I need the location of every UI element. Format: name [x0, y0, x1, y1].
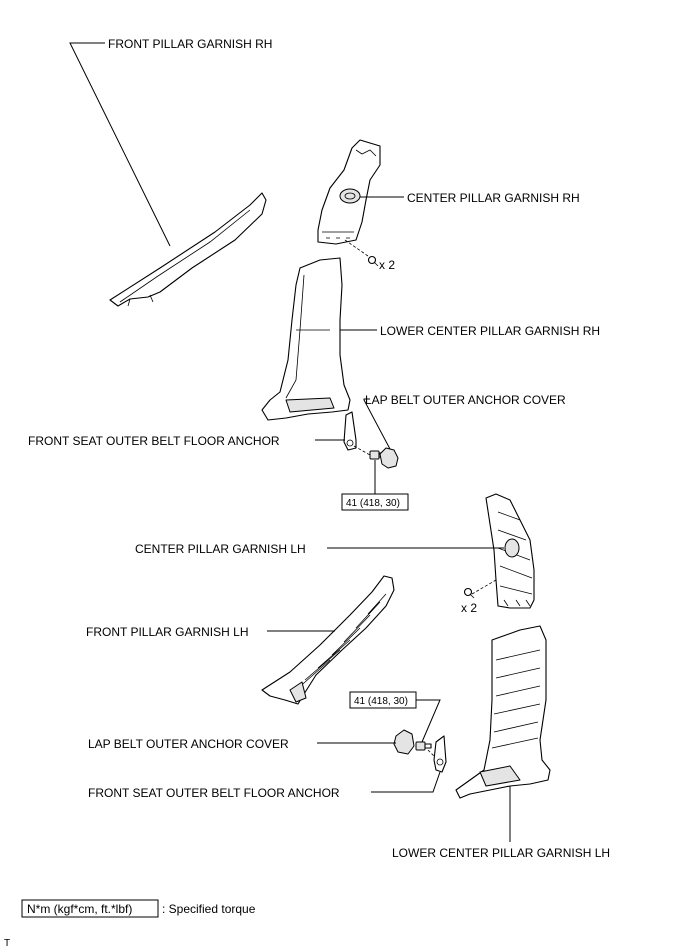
- clip-dash-lh: [471, 579, 497, 595]
- clip-rh: [367, 255, 379, 267]
- floor-anchor-lh-part: [433, 735, 447, 773]
- clip-dash-rh: [344, 239, 369, 257]
- corner-code: T: [4, 938, 10, 949]
- floor-anchor-rh-part: [343, 411, 357, 451]
- lap-belt-cover-rh-part: [379, 447, 399, 469]
- label-lap-belt-cover-lh: LAP BELT OUTER ANCHOR COVER: [88, 737, 289, 751]
- lower-center-pillar-garnish-lh-part: [455, 625, 551, 799]
- leader-floor-anchor-lh: [371, 771, 441, 793]
- legend-description: : Specified torque: [162, 902, 256, 916]
- torque-lh: 41 (418, 30): [354, 696, 408, 707]
- legend-box: [21, 899, 159, 918]
- front-pillar-garnish-rh-part: [109, 192, 267, 307]
- label-front-pillar-garnish-rh: FRONT PILLAR GARNISH RH: [108, 37, 272, 51]
- torque-box-rh: [341, 493, 409, 511]
- front-pillar-garnish-lh-part: [261, 575, 395, 705]
- lower-center-pillar-garnish-rh-part: [261, 257, 351, 421]
- clip-qty-lh: x 2: [461, 601, 477, 615]
- bolt-lh: [415, 741, 432, 751]
- label-floor-anchor-rh: FRONT SEAT OUTER BELT FLOOR ANCHOR: [28, 434, 280, 448]
- leader-front-pillar-rh: [69, 42, 171, 247]
- center-pillar-garnish-rh-part: [317, 139, 381, 245]
- center-pillar-garnish-lh-part: [485, 493, 535, 609]
- bolt-dash-rh: [353, 445, 371, 456]
- label-lap-belt-cover-rh: LAP BELT OUTER ANCHOR COVER: [365, 393, 566, 407]
- leader-lap-cover-rh: [363, 398, 391, 450]
- clip-lh: [463, 587, 475, 599]
- label-lower-center-pillar-garnish-lh: LOWER CENTER PILLAR GARNISH LH: [392, 846, 610, 860]
- lap-belt-cover-lh-part: [393, 729, 415, 755]
- label-center-pillar-garnish-rh: CENTER PILLAR GARNISH RH: [407, 191, 580, 205]
- label-front-pillar-garnish-lh: FRONT PILLAR GARNISH LH: [86, 625, 248, 639]
- label-floor-anchor-lh: FRONT SEAT OUTER BELT FLOOR ANCHOR: [88, 786, 340, 800]
- clip-qty-rh: x 2: [379, 258, 395, 272]
- label-lower-center-pillar-garnish-rh: LOWER CENTER PILLAR GARNISH RH: [380, 324, 600, 338]
- torque-rh: 41 (418, 30): [346, 498, 400, 509]
- legend-unit: N*m (kgf*cm, ft.*lbf): [27, 902, 132, 916]
- label-center-pillar-garnish-lh: CENTER PILLAR GARNISH LH: [135, 542, 306, 556]
- leader-torque-lh: [416, 699, 441, 743]
